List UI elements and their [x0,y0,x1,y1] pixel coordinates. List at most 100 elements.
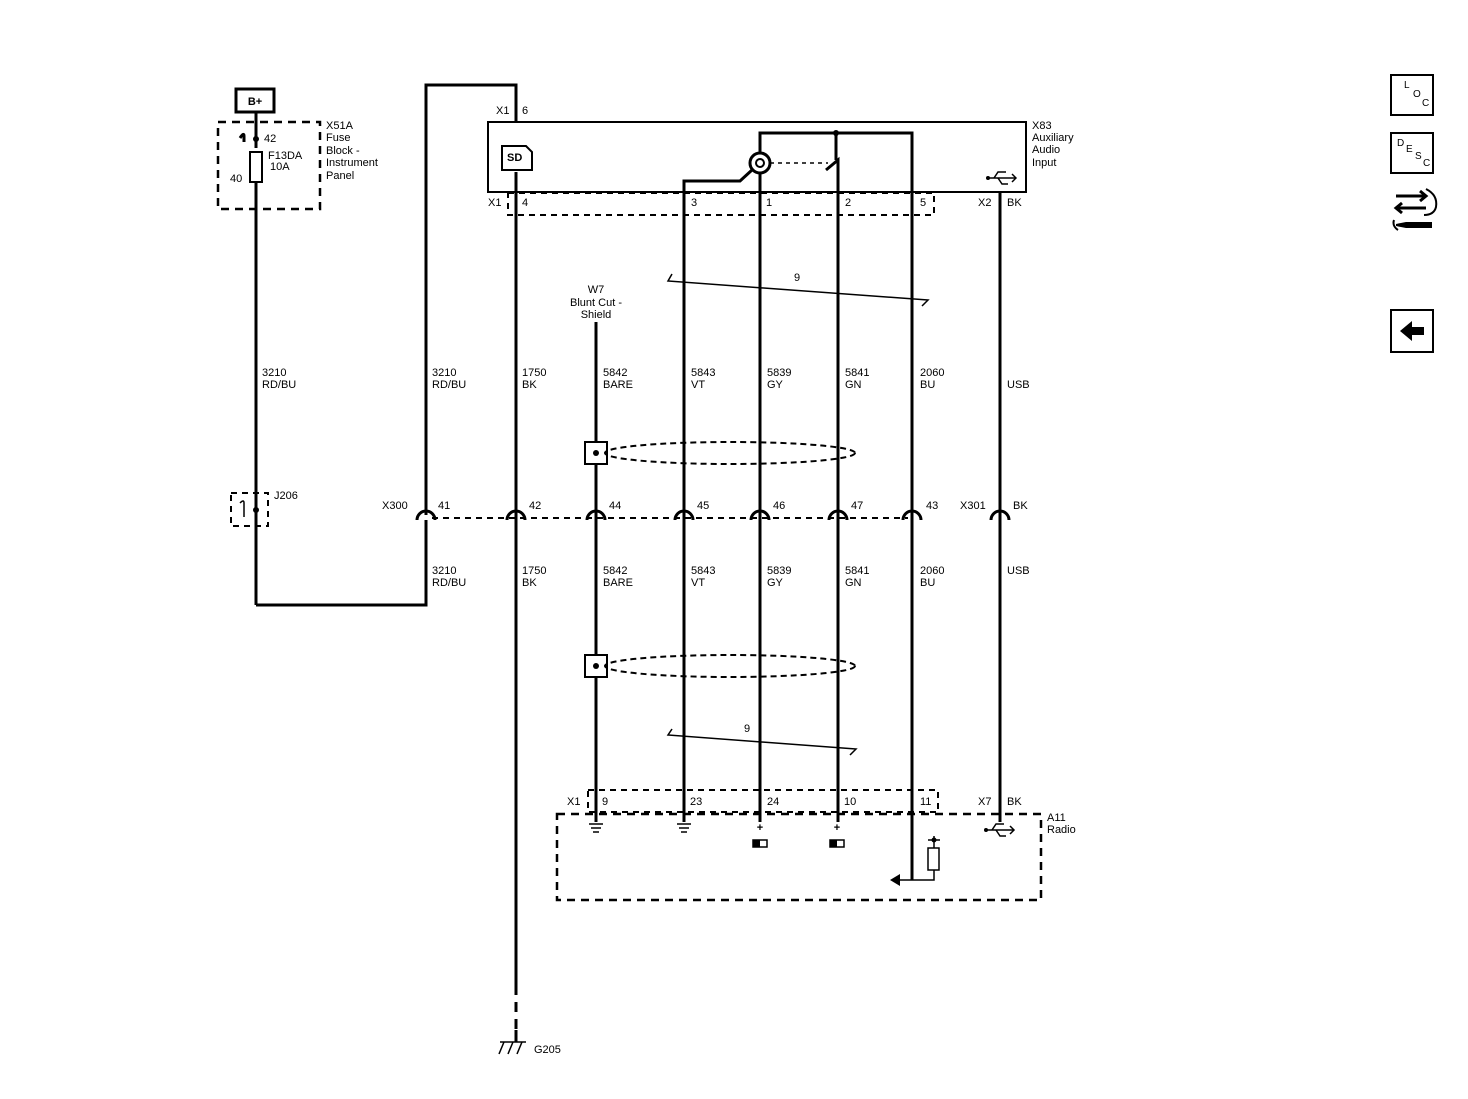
connector-pin: 41 [438,500,450,512]
aux-name: X83 [1032,120,1052,132]
shield-lower [584,654,856,678]
plus-symbol: + [757,822,763,834]
usb-icon [984,823,1016,837]
ground-g205: G205 [498,985,561,1056]
radio-a11: X1 9 23 24 10 11 X7 BK A11 Radio + + [555,789,1076,902]
connector-pin: 47 [851,500,863,512]
fuse-block-desc: Block - [326,145,360,157]
aux-pin: 4 [522,197,528,209]
resistor-icon [927,847,940,871]
circuit-color: BU [920,577,935,589]
usb-icon [986,171,1018,185]
swap-wrench-icon [1392,188,1438,231]
circuit-number: 5841 [845,367,869,379]
connector-pin: 43 [926,500,938,512]
circuit-number: 5843 [691,565,715,577]
circuit-color: BU [920,379,935,391]
circuit-color: VT [691,577,705,589]
circuit-color: GN [845,379,862,391]
connector-pin: 44 [609,500,621,512]
radio-pin: 9 [602,796,608,808]
shield-desc: Shield [581,309,612,321]
aux-input-x83: X1 6 SD X83 Auxiliary Audio Input X1 4 3… [487,105,1074,216]
loc-letter: L [1404,80,1410,91]
shield-name: W7 [588,284,605,296]
connector-color: BK [1013,500,1028,512]
fuse-rating: 10A [270,161,290,173]
connector-pin: 45 [697,500,709,512]
circuit-number: 1750 [522,565,546,577]
twisted-pair-lower: 9 [666,723,858,756]
radio-conn-main: X1 [567,796,580,808]
aux-pin: 1 [766,197,772,209]
radio-pin: 24 [767,796,779,808]
repair-swap-button[interactable] [1390,186,1442,240]
sd-card-icon [501,145,533,171]
radio-pin: 11 [920,796,931,808]
connector-pin: 46 [773,500,785,512]
circuit-color: USB [1007,565,1030,577]
radio-conn-usb: X7 [978,796,991,808]
circuit-color: RD/BU [432,577,466,589]
ground-icon [589,823,603,833]
shield-upper [584,441,856,465]
aux-conn-main: X1 [488,197,501,209]
fuse-block-name: X51A [326,120,354,132]
connector-name: X301 [960,500,986,512]
connector-name: X300 [382,500,408,512]
fuse-block-desc: Instrument [326,157,378,169]
shield-w7: W7 Blunt Cut - Shield [570,284,622,321]
fuse-block-desc: Panel [326,170,354,182]
aux-desc: Auxiliary [1032,132,1074,144]
splice-label: J206 [274,490,298,502]
loc-button[interactable]: L O C [1390,74,1434,116]
back-button[interactable] [1390,309,1434,353]
loc-letter: C [1422,98,1430,109]
circuit-number: 5839 [767,367,791,379]
circuit-color: GY [767,379,784,391]
plus-symbol: + [834,822,840,834]
power-label: B+ [248,96,262,108]
aux-pin-top: 6 [522,105,528,117]
circuit-color: BK [522,379,537,391]
circuit-color: USB [1007,379,1030,391]
aux-pin: 3 [691,197,697,209]
circuit-color: BARE [603,577,633,589]
circuit-color: RD/BU [262,379,296,391]
twist-label: 9 [744,723,750,735]
aux-pin: 5 [920,197,926,209]
desc-letter: E [1406,144,1413,155]
aux-conn-top: X1 [496,105,509,117]
desc-letter: S [1415,151,1422,162]
aux-usb-color: BK [1007,197,1022,209]
twist-label: 9 [794,272,800,284]
radio-desc: Radio [1047,824,1076,836]
desc-button[interactable]: D E S C [1390,132,1434,174]
radio-usb-color: BK [1007,796,1022,808]
fuse-block-desc: Fuse [326,132,350,144]
circuit-number: 3210 [262,367,286,379]
desc-letter: C [1423,158,1431,169]
circuit-labels-upper: 3210 RD/BU 1750 BK 5842 BARE 5843 VT 583… [432,367,1030,391]
twisted-pair-upper: 9 [666,272,930,307]
aux-desc: Input [1032,157,1056,169]
fuse-pin-out: 40 [230,173,242,185]
audio-jack-icon [748,151,772,175]
circuit-number: 5843 [691,367,715,379]
circuit-color: RD/BU [432,379,466,391]
power-source: B+ [234,87,276,114]
circuit-number: 3210 [432,565,456,577]
splice-j206: J206 [230,490,298,527]
circuit-number: 2060 [920,367,944,379]
circuit-color: BK [522,577,537,589]
circuit-number: 5842 [603,367,627,379]
desc-letter: D [1397,138,1405,149]
circuit-number: 5839 [767,565,791,577]
loc-letter: O [1413,89,1421,100]
circuit-number: 5841 [845,565,869,577]
radio-name: A11 [1047,812,1066,824]
wires [514,172,1002,985]
inline-connector-x300: X300 41 42 44 45 46 47 43 X301 BK [382,500,1028,521]
fuse-name: F13DA [268,150,303,162]
